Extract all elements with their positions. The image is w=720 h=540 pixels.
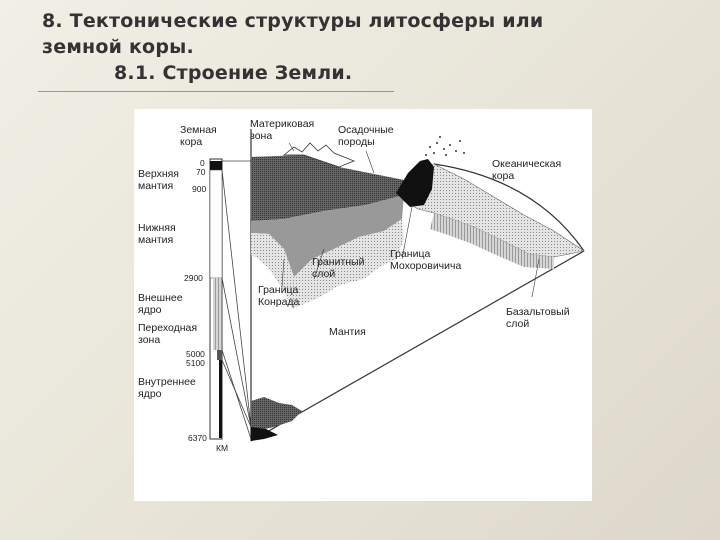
depth-5100: 5100 <box>186 358 205 368</box>
label-nizhnyaya: Нижняя <box>138 222 176 234</box>
label-bazaltovy: Базальтовый <box>506 306 570 318</box>
label-granitsa-konrada-1: Граница <box>258 284 298 296</box>
label-mantiya-upper: мантия <box>138 180 173 192</box>
label-osadochnye: Осадочные <box>338 124 394 136</box>
depth-2900: 2900 <box>184 273 203 283</box>
label-sloy-granite: слой <box>312 268 335 280</box>
volcano <box>396 159 434 207</box>
label-sloy-basalt: слой <box>506 318 529 330</box>
slide-title: 8. Тектонические структуры литосферы или… <box>42 8 702 86</box>
oceanic-basalt-layer <box>430 213 554 269</box>
label-mantiya-main: Мантия <box>329 326 366 338</box>
leader-lines <box>281 142 540 298</box>
label-vnutrennee: Внутреннее <box>138 376 196 388</box>
label-granitsa-moho-1: Граница <box>390 248 430 260</box>
title-underline <box>38 91 394 92</box>
diagram-canvas: Земная кора Верхняя мантия Нижняя мантия… <box>138 118 585 453</box>
label-verkhnyaya: Верхняя <box>138 168 179 180</box>
depth-900: 900 <box>192 184 206 194</box>
mountains <box>282 142 356 168</box>
inner-core-section <box>251 427 278 441</box>
label-zona-transition: зона <box>138 334 160 346</box>
label-okeanicheskaya: Океаническая <box>492 158 561 170</box>
title-line-2: земной коры. <box>42 36 194 58</box>
core-section <box>251 397 302 433</box>
label-kora: кора <box>180 136 202 148</box>
volcanic-ash <box>425 136 465 156</box>
label-mantiya-lower: мантия <box>138 234 173 246</box>
label-materikovaya: Материковая <box>250 118 314 130</box>
basalt-layer-continent <box>251 219 404 309</box>
depth-column <box>209 158 223 440</box>
label-yadro-inner: ядро <box>138 388 162 400</box>
upper-crust-layer <box>251 155 409 221</box>
depth-5000: 5000 <box>186 349 205 359</box>
label-zona-continent: зона <box>250 130 272 142</box>
guide-lines <box>221 160 252 440</box>
depth-70: 70 <box>196 167 206 177</box>
title-line-3: 8.1. Строение Земли. <box>114 62 353 84</box>
depth-unit-km: КМ <box>216 443 228 453</box>
label-granitsa-moho-2: Мохоровичича <box>390 260 461 272</box>
label-vneshnee: Внешнее <box>138 292 183 304</box>
title-line-1: 8. Тектонические структуры литосферы или <box>42 10 544 32</box>
label-granitny: Гранитный <box>312 256 365 268</box>
depth-6370: 6370 <box>188 433 207 443</box>
granite-layer <box>251 195 404 277</box>
label-porody: породы <box>338 136 375 148</box>
label-perekhodnaya: Переходная <box>138 322 197 334</box>
depth-0: 0 <box>200 158 205 168</box>
label-kora-oceanic: кора <box>492 170 514 182</box>
label-granitsa-konrada-2: Конрада <box>258 296 300 308</box>
label-zemnaya: Земная <box>180 124 217 136</box>
label-yadro-outer: ядро <box>138 304 162 316</box>
earth-structure-diagram: Земная кора Верхняя мантия Нижняя мантия… <box>134 109 592 501</box>
